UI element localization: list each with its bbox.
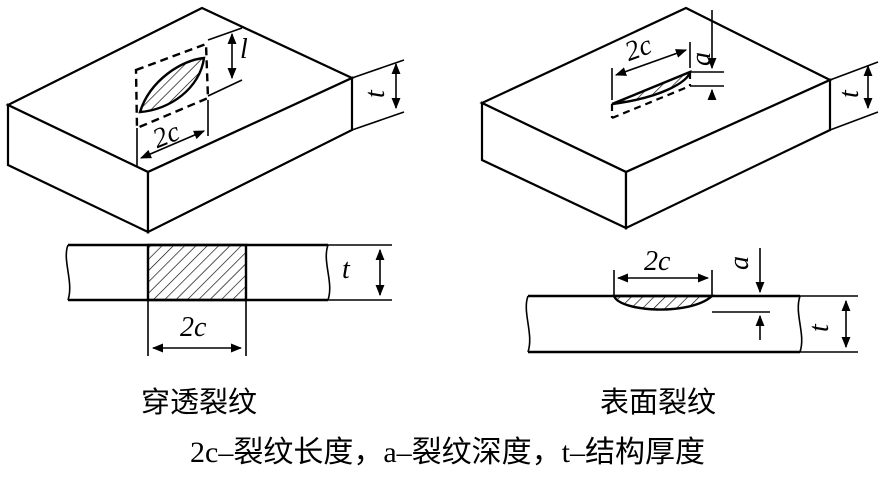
through-crack-plate [5, 6, 355, 234]
surface-plate-thickness-dimension [829, 61, 879, 131]
through-section-length-dimension [147, 300, 247, 356]
through-crack-length-dimension [136, 100, 209, 166]
surface-crack-caption: 表面裂纹 [600, 386, 716, 419]
surface-section-length-label: 2c [644, 246, 671, 277]
through-crack-width-dimension [207, 27, 243, 97]
surface-crack-depth-label: a [686, 52, 717, 66]
surface-plate-thickness-label: t [834, 89, 865, 98]
symbol-legend: 2c–裂纹长度，a–裂纹深度，t–结构厚度 [190, 436, 705, 469]
through-crack-width-label: l [240, 34, 248, 65]
surface-section-thickness-label: t [804, 323, 835, 332]
through-crack-outline-box [134, 42, 210, 130]
through-crack-ellipse [138, 56, 206, 114]
surface-section-length-dimension [613, 270, 713, 296]
surface-section-thickness-dimension [800, 295, 858, 353]
through-section-thickness-label: t [342, 254, 351, 285]
through-section-length-label: 2c [180, 312, 207, 343]
through-crack-caption: 穿透裂纹 [141, 386, 257, 419]
surface-crack-depth-dimension [690, 10, 724, 101]
through-section-thickness-dimension [328, 244, 392, 301]
through-plate-thickness-label: t [360, 89, 391, 98]
surface-section-depth-dimension [712, 248, 770, 340]
surface-crack-plate [479, 6, 833, 230]
surface-section-depth-label: a [724, 256, 755, 270]
surface-crack-length-dimension [611, 42, 691, 100]
surface-crack-section [525, 294, 803, 354]
through-crack-section [65, 243, 331, 302]
through-plate-thickness-dimension [351, 59, 405, 131]
surface-crack-outline [610, 72, 692, 120]
